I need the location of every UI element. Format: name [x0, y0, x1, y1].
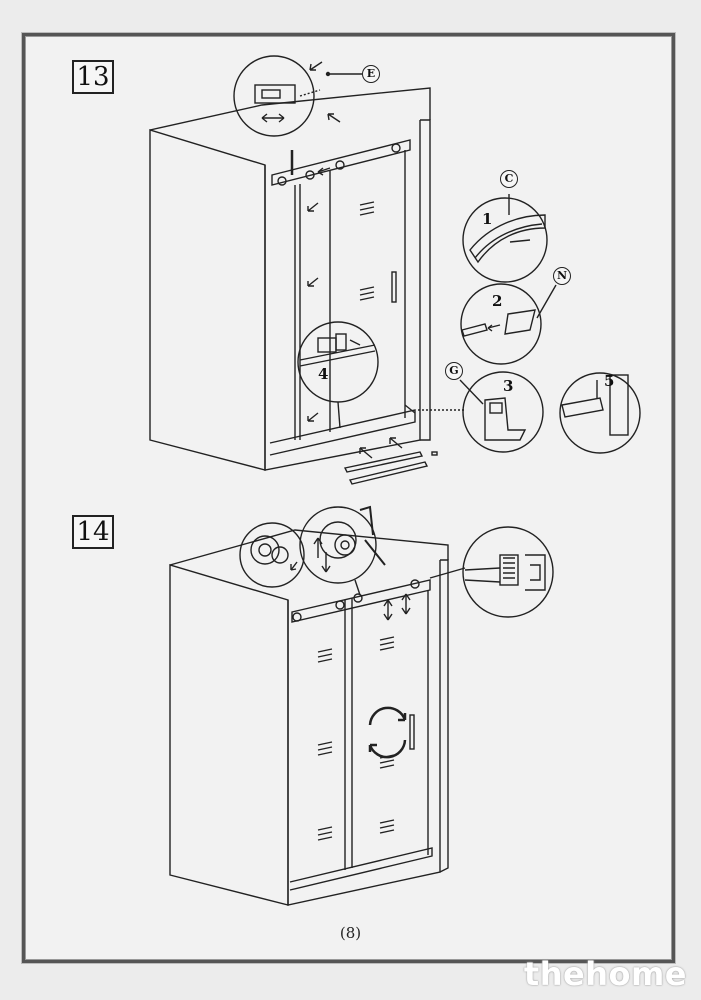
callout-n: N — [553, 267, 571, 285]
detail-e-circle — [233, 55, 362, 137]
callout-g: G — [445, 362, 463, 380]
detail-5-circle — [559, 372, 641, 454]
step-14-number: 14 — [72, 515, 114, 549]
detail-number-2: 2 — [492, 292, 503, 310]
step-14-roller-detail-left — [239, 522, 305, 588]
detail-3-circle — [404, 371, 544, 453]
step-13-number: 13 — [72, 60, 114, 94]
watermark: thehome — [523, 955, 687, 993]
step-14-roller-detail-right — [299, 505, 386, 596]
detail-number-1: 1 — [482, 210, 493, 228]
page-frame — [22, 33, 675, 963]
step-13-enclosure — [149, 87, 438, 485]
detail-1-circle — [462, 194, 548, 283]
detail-number-4: 4 — [318, 365, 329, 383]
detail-4-circle — [297, 321, 379, 429]
callout-c: C — [500, 170, 518, 188]
page-number: (8) — [339, 924, 362, 942]
detail-2-circle — [460, 283, 557, 365]
detail-number-3: 3 — [503, 377, 514, 395]
detail-number-5: 5 — [604, 372, 615, 390]
callout-e: E — [362, 65, 380, 83]
step-14-seal-detail — [429, 526, 554, 618]
step-14-enclosure — [169, 529, 449, 906]
